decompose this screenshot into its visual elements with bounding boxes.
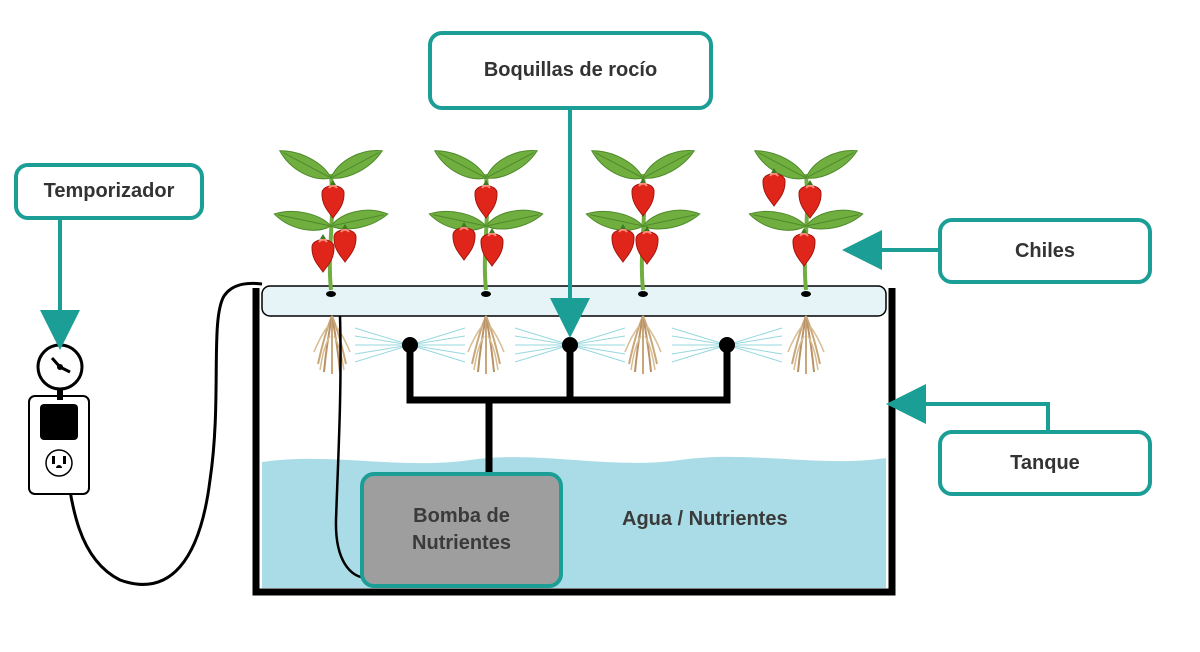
tank-label: Tanque (938, 430, 1152, 496)
roots-icon-2 (467, 315, 505, 375)
timer-label: Temporizador (14, 163, 204, 220)
growing-plate (261, 285, 887, 317)
chili-plant-icon (271, 142, 390, 297)
nutrient-pump: Bomba de Nutrientes (360, 472, 563, 588)
roots-icon-4 (787, 315, 825, 375)
chili-plant-icon (426, 142, 545, 297)
tank-walls (252, 288, 896, 596)
spray-nozzle-icon (719, 337, 735, 353)
water-label: Agua / Nutrientes (622, 508, 788, 530)
pump-cord (334, 315, 369, 580)
water-area (262, 456, 886, 588)
chili-plant-icon (746, 142, 865, 297)
spray-nozzle-icon (562, 337, 578, 353)
tank-arrow (886, 384, 1050, 430)
spray-nozzle-icon (402, 337, 418, 353)
chili-plant-icon (583, 142, 702, 297)
roots-icon-1 (313, 315, 351, 375)
pipe-network (406, 341, 731, 476)
spray-mist (354, 327, 783, 363)
spray-nozzles (402, 337, 735, 353)
timer-assembly (28, 343, 90, 495)
nozzles-label: Boquillas de rocío (428, 31, 713, 110)
roots-icon-3 (624, 315, 662, 375)
callout-arrows (40, 110, 1050, 430)
chiles-label: Chiles (938, 218, 1152, 284)
power-cord (62, 281, 263, 586)
chili-plants (271, 142, 865, 297)
